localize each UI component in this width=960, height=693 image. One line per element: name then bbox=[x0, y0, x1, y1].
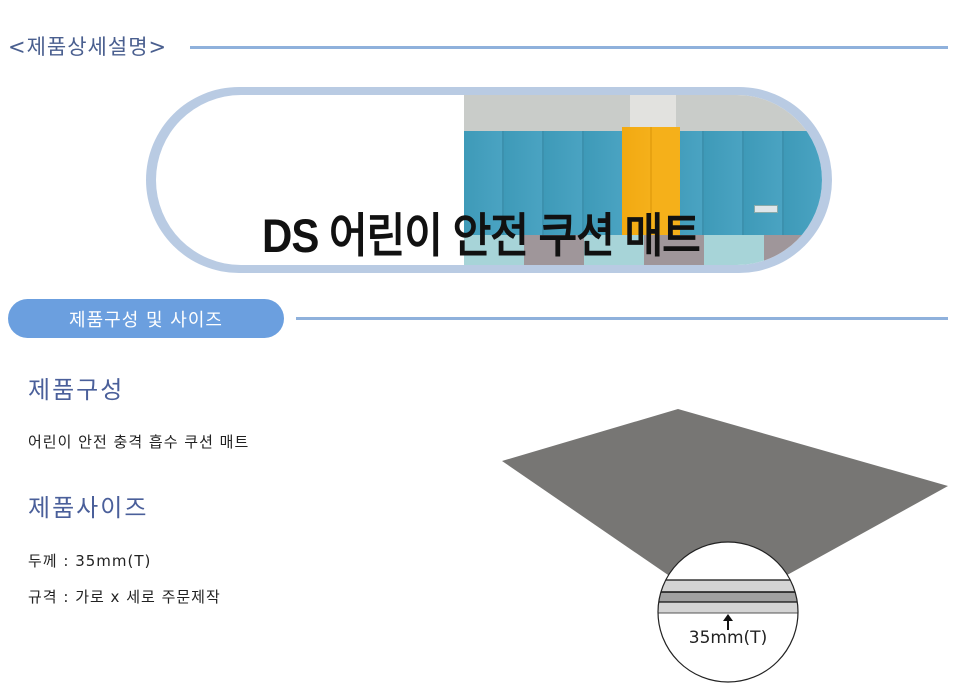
mat-shape bbox=[502, 409, 948, 590]
floor-mats bbox=[464, 235, 822, 265]
banner-photo bbox=[464, 95, 822, 265]
yellow-cushion-panel bbox=[622, 127, 680, 241]
dimension-spec: 규격 : 가로 x 세로 주문제작 bbox=[28, 588, 221, 606]
product-banner bbox=[146, 87, 832, 273]
section-divider bbox=[296, 317, 948, 320]
layer-cross-section bbox=[658, 579, 798, 614]
size-heading: 제품사이즈 bbox=[28, 494, 149, 522]
wall-outlet bbox=[754, 205, 778, 213]
banner-inner bbox=[156, 95, 822, 265]
composition-heading: 제품구성 bbox=[28, 376, 125, 404]
thickness-spec: 두께 : 35mm(T) bbox=[28, 552, 152, 570]
title-divider bbox=[190, 46, 948, 49]
magnifier-circle bbox=[658, 542, 798, 682]
composition-description: 어린이 안전 충격 흡수 쿠션 매트 bbox=[28, 433, 250, 451]
thickness-label: 35mm(T) bbox=[688, 628, 768, 648]
product-title: DS 어린이 안전 쿠션 매트 bbox=[262, 209, 701, 262]
page-title: <제품상세설명> bbox=[8, 35, 168, 59]
section-header-pill: 제품구성 및 사이즈 bbox=[8, 299, 284, 338]
